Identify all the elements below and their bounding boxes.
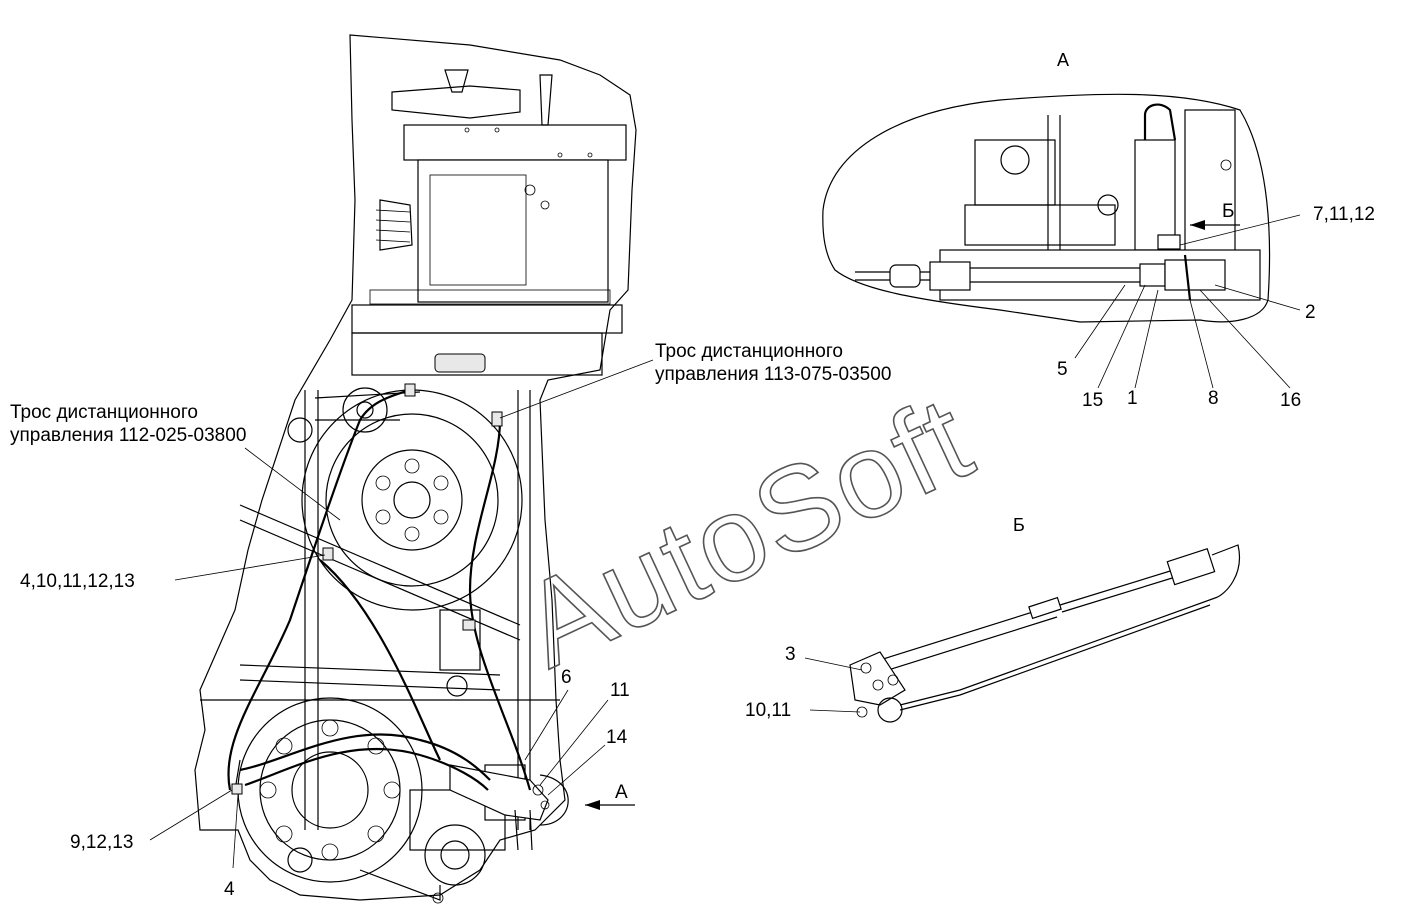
view-b-arrow: Б bbox=[1190, 201, 1240, 230]
callout-4-10-11-12-13: 4,10,11,12,13 bbox=[20, 571, 135, 592]
callout-16: 16 bbox=[1280, 390, 1301, 411]
callout-6: 6 bbox=[561, 667, 572, 688]
main-view-outline bbox=[194, 34, 637, 901]
callout-7-11-12: 7,11,12 bbox=[1313, 204, 1375, 225]
cable-1-label-line2: управления 113-075-03500 bbox=[655, 364, 891, 385]
view-b-title: Б bbox=[1013, 515, 1025, 535]
callout-2: 2 bbox=[1305, 302, 1316, 323]
callout-10-11: 10,11 bbox=[745, 700, 791, 721]
main-leaders bbox=[149, 359, 654, 869]
callout-5: 5 bbox=[1057, 359, 1068, 380]
view-a-title: А bbox=[1057, 50, 1069, 70]
view-a-leaders bbox=[1074, 214, 1301, 389]
view-a-outline bbox=[822, 93, 1271, 323]
view-b-parts bbox=[849, 544, 1240, 723]
pulley bbox=[287, 387, 523, 611]
callout-1: 1 bbox=[1127, 388, 1138, 409]
callout-11: 11 bbox=[610, 680, 630, 701]
callout-9-12-13: 9,12,13 bbox=[70, 832, 133, 853]
cables bbox=[227, 383, 532, 795]
callout-3: 3 bbox=[785, 644, 796, 665]
cable-1-label-line1: Трос дистанционного bbox=[655, 341, 843, 362]
view-a-arrow-label: А bbox=[615, 782, 628, 803]
cable-2-label-line2: управления 112-025-03800 bbox=[10, 425, 246, 446]
view-b-arrow-label: Б bbox=[1222, 201, 1234, 222]
view-b: Б 3 10,11 bbox=[745, 515, 1240, 723]
view-a-arrow: А bbox=[585, 782, 635, 810]
main-view: А Трос дистанционного управления 113-075… bbox=[10, 34, 891, 904]
callout-4: 4 bbox=[224, 879, 235, 900]
callout-14: 14 bbox=[606, 727, 628, 748]
view-a-parts bbox=[855, 103, 1261, 301]
engine-block bbox=[351, 69, 627, 376]
view-b-leaders bbox=[804, 657, 863, 713]
callout-8: 8 bbox=[1208, 388, 1219, 409]
view-a: А Б bbox=[822, 50, 1375, 411]
frame bbox=[200, 390, 560, 830]
callout-15: 15 bbox=[1082, 390, 1103, 411]
cable-2-label-line1: Трос дистанционного bbox=[10, 402, 198, 423]
watermark-text: AutoSoft bbox=[503, 370, 991, 693]
